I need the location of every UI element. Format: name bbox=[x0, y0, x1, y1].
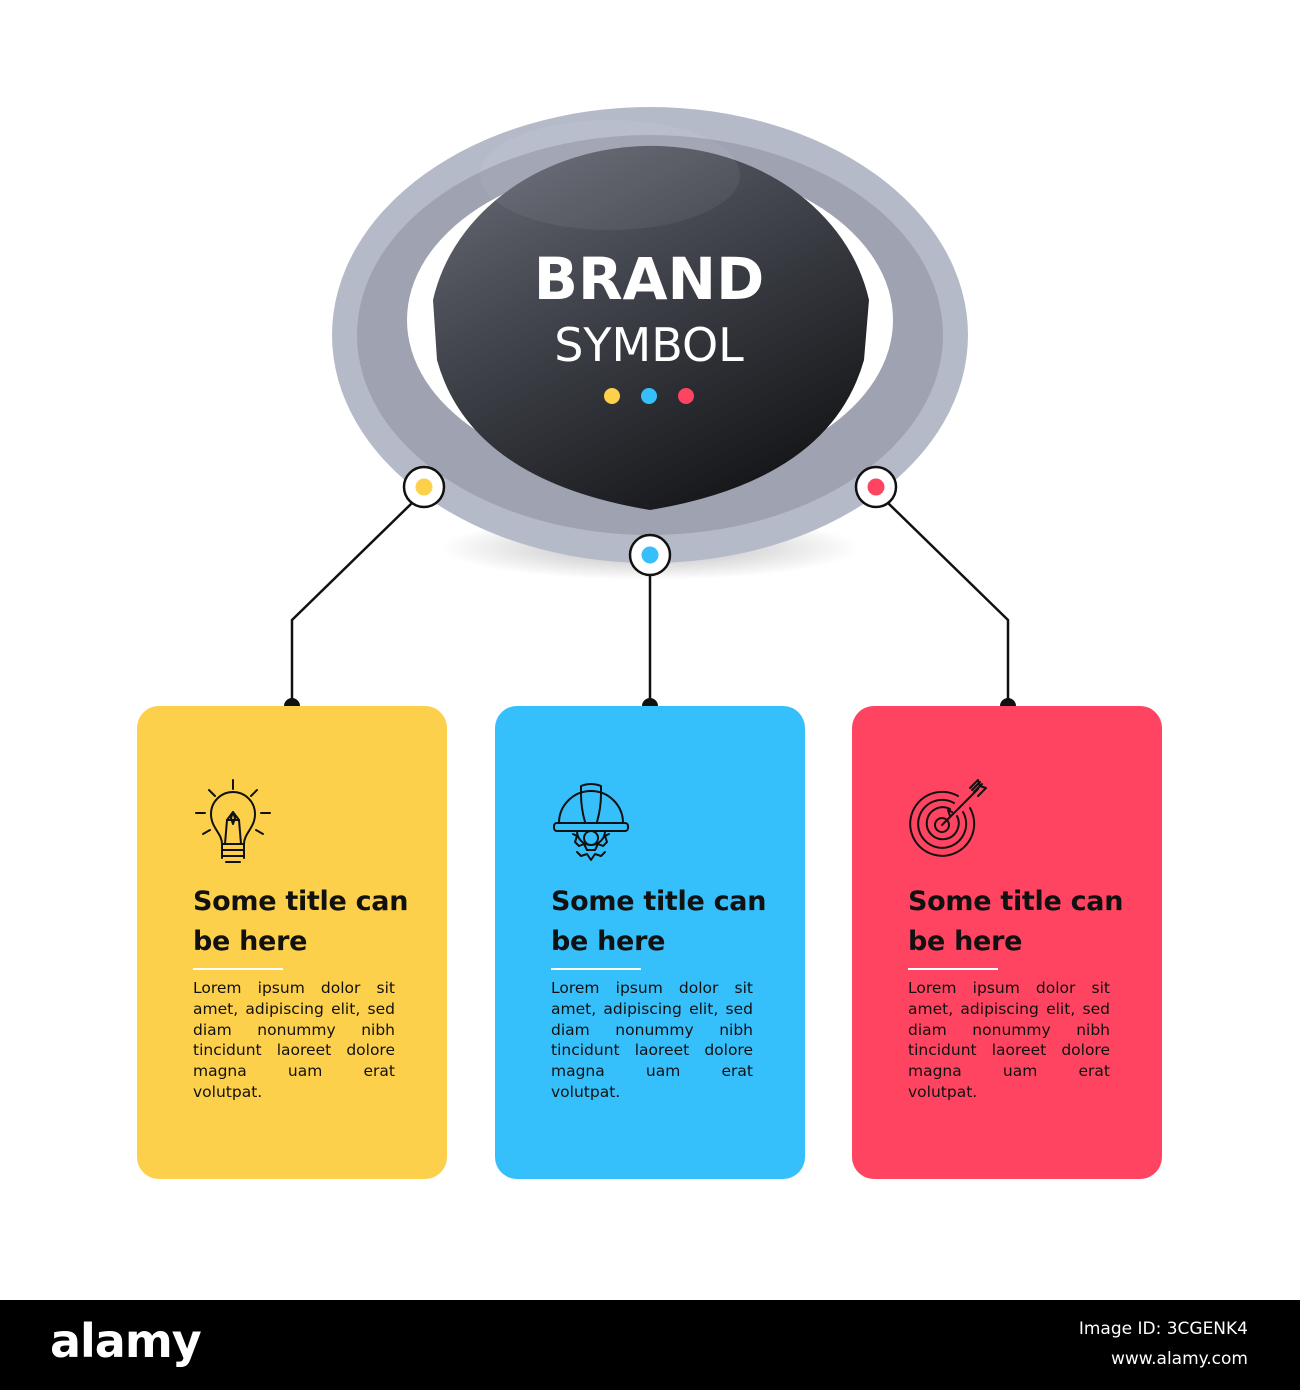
card-body: Lorem ipsum dolor sit amet, adipiscing e… bbox=[551, 979, 753, 1101]
brand-dot-red bbox=[678, 388, 694, 404]
diagram-canvas bbox=[284, 107, 1016, 714]
lightbulb-icon bbox=[195, 779, 271, 863]
connector-node-2-dot bbox=[641, 546, 659, 564]
brand-title: BRAND bbox=[533, 245, 765, 313]
watermark-site: www.alamy.com bbox=[1110, 1349, 1248, 1369]
card-divider bbox=[551, 968, 641, 970]
card-title: Some title can be here bbox=[193, 886, 409, 957]
card-title: Some title can be here bbox=[551, 886, 767, 957]
brand-ball bbox=[433, 145, 869, 511]
target-arrow-icon bbox=[909, 779, 987, 857]
connector-node-3-dot bbox=[867, 478, 885, 496]
card-body: Lorem ipsum dolor sit amet, adipiscing e… bbox=[193, 979, 395, 1101]
brand-subtitle: SYMBOL bbox=[554, 318, 744, 372]
connector-line-1 bbox=[290, 502, 413, 706]
brand-ball-highlight bbox=[480, 120, 740, 230]
connector-line-3 bbox=[887, 502, 1010, 706]
brand-dot-blue bbox=[641, 388, 657, 404]
card-2: Some title can be here Lorem ipsum dolor… bbox=[495, 706, 805, 1179]
hard-hat-gear-icon bbox=[553, 783, 629, 861]
card-1: Some title can be here Lorem ipsum dolor… bbox=[137, 706, 447, 1179]
watermark-bar: alamy Image ID: 3CGENK4 www.alamy.com bbox=[0, 1300, 1300, 1390]
card-divider bbox=[908, 968, 998, 970]
watermark-info: Image ID: 3CGENK4 www.alamy.com bbox=[1079, 1314, 1248, 1374]
brand-dot-yellow bbox=[604, 388, 620, 404]
card-divider bbox=[193, 968, 283, 970]
card-body: Lorem ipsum dolor sit amet, adipiscing e… bbox=[908, 979, 1110, 1101]
card-3: Some title can be here Lorem ipsum dolor… bbox=[852, 706, 1162, 1179]
connector-node-1-dot bbox=[415, 478, 433, 496]
watermark-logo: alamy bbox=[50, 1314, 202, 1368]
card-title: Some title can be here bbox=[908, 886, 1124, 957]
watermark-image-id: Image ID: 3CGENK4 bbox=[1078, 1319, 1248, 1339]
